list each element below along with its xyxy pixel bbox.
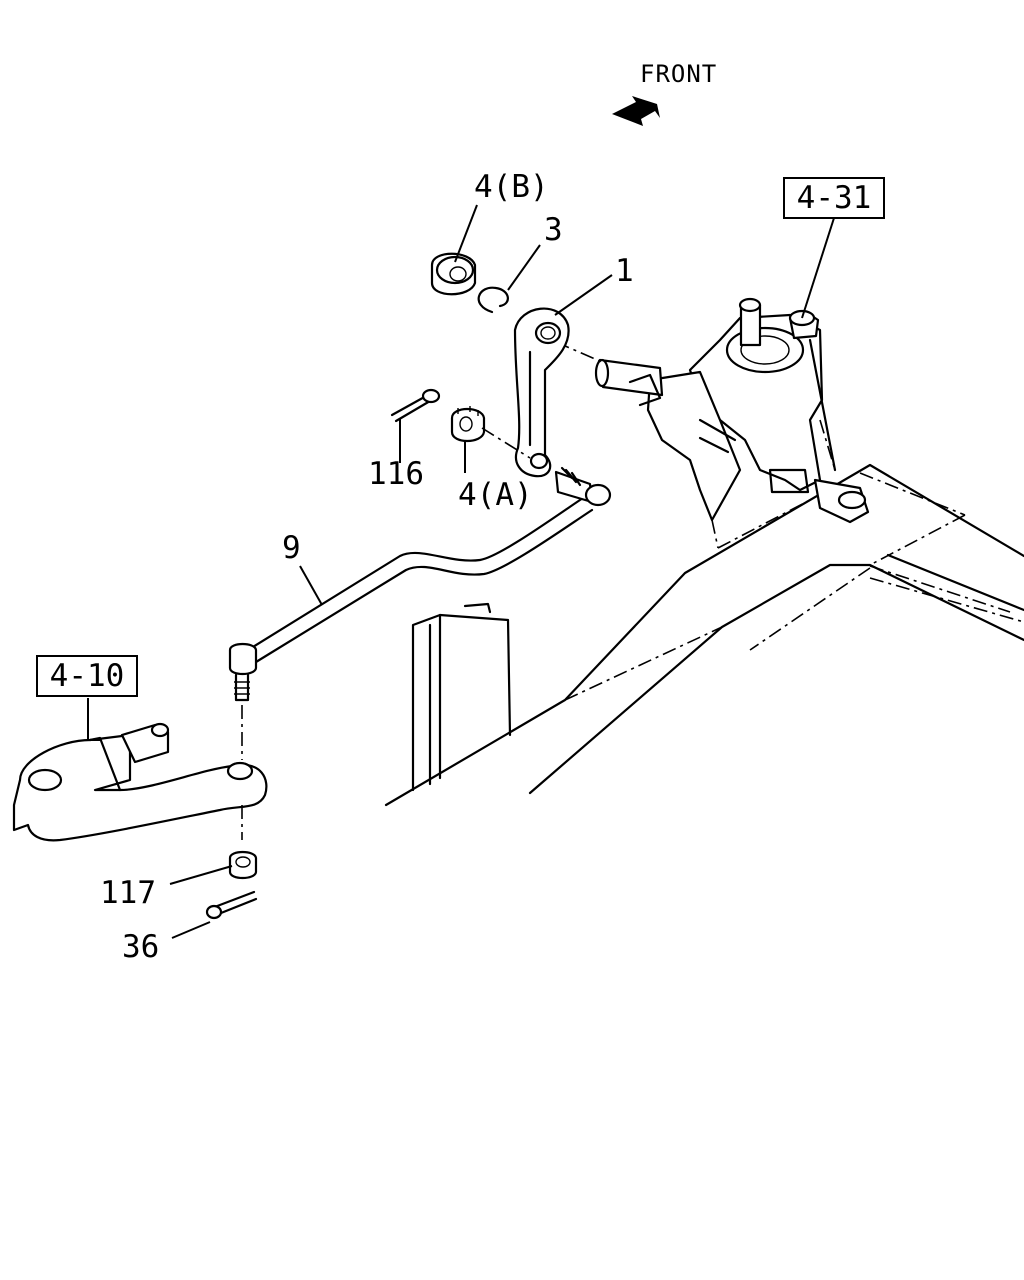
- cotter-pin-36: [205, 890, 258, 920]
- cotter-pin-116: [390, 388, 441, 423]
- callout-36: 36: [122, 929, 159, 965]
- chassis-frame: [384, 463, 1024, 807]
- cross-member: [411, 602, 512, 792]
- ref-label-4-31[interactable]: 4-31: [797, 180, 872, 216]
- callout-4a: 4(A): [458, 477, 533, 513]
- drag-link: [228, 466, 612, 760]
- pitman-arm: [513, 307, 570, 478]
- washer-3: [477, 286, 509, 314]
- knuckle-arm: [12, 722, 268, 842]
- ref-label-4-10[interactable]: 4-10: [50, 658, 125, 694]
- front-label: FRONT: [640, 60, 717, 88]
- callout-3: 3: [544, 212, 563, 248]
- front-arrow-icon: [612, 96, 660, 126]
- callout-116: 116: [368, 456, 424, 492]
- leader-lines: [87, 204, 835, 939]
- ref-box-4-10[interactable]: [36, 655, 138, 697]
- nut-4b: [430, 252, 477, 296]
- callout-117: 117: [100, 875, 156, 911]
- castle-nut-117: [228, 850, 258, 880]
- callout-9: 9: [282, 530, 301, 566]
- steering-gear-box: [594, 297, 870, 549]
- callout-4b: 4(B): [474, 169, 549, 205]
- ref-box-4-31[interactable]: [783, 177, 885, 219]
- callout-1: 1: [615, 253, 634, 289]
- castle-nut-4a: [450, 406, 531, 459]
